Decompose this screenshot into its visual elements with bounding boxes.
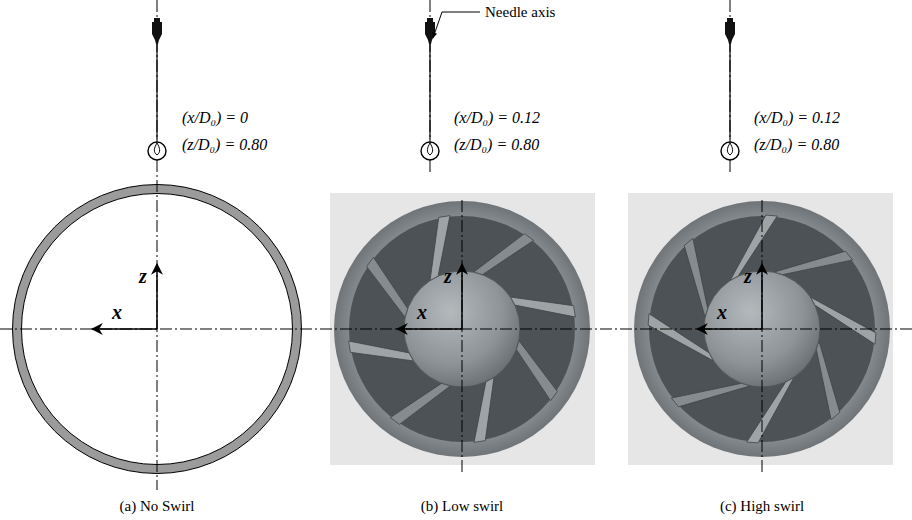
axis-label: z	[444, 265, 452, 287]
axis-label: x	[417, 301, 427, 323]
annotation-text: Needle axis	[485, 4, 555, 21]
position-label: (x/D₀) = 0	[180, 109, 250, 127]
panel-caption: (a) No Swirl	[120, 498, 195, 515]
position-label: (x/D₀) = 0.12	[752, 109, 842, 127]
axis-label: x	[112, 301, 122, 323]
position-label: (z/D₀) = 0.80	[752, 136, 841, 154]
axis-label: z	[744, 265, 752, 287]
axis-label: z	[139, 265, 147, 287]
axis-arrow	[92, 264, 762, 329]
panel-caption: (c) High swirl	[720, 498, 804, 515]
axis-label: x	[717, 301, 727, 323]
panel-caption: (b) Low swirl	[421, 498, 504, 515]
position-label: (z/D₀) = 0.80	[180, 136, 269, 154]
position-label: (z/D₀) = 0.80	[452, 136, 541, 154]
injector-needle	[148, 18, 739, 160]
leader-line	[433, 12, 480, 38]
position-label: (x/D₀) = 0.12	[452, 109, 542, 127]
centre-line	[0, 0, 912, 490]
